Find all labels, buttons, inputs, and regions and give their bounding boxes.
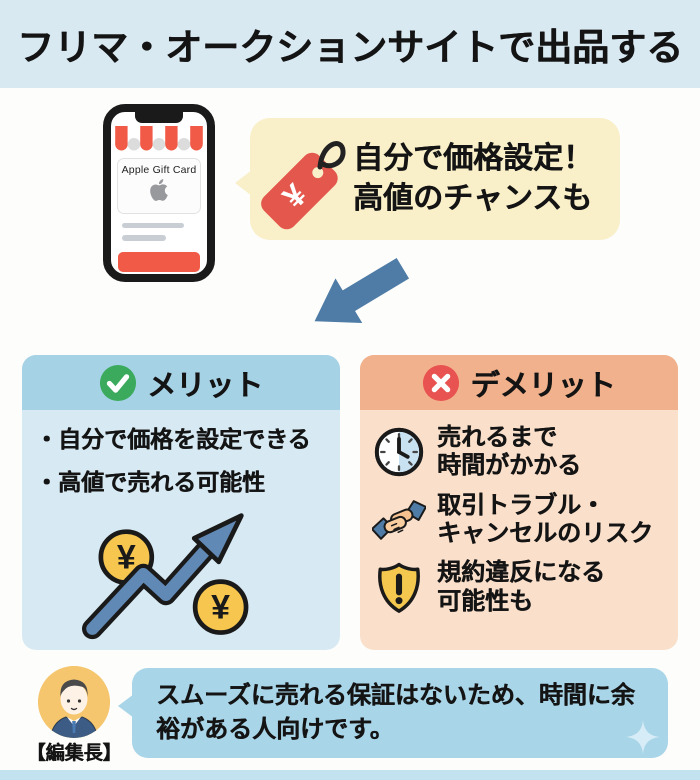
bubble-tail [118,694,134,718]
editor-person-icon [38,666,110,738]
demerit-item-trouble: 取引トラブル・ キャンセルのリスク [372,492,670,549]
hero-speech-bubble: ¥ 自分で価格設定！ 高値のチャンスも [235,118,620,240]
svg-text:¥: ¥ [211,588,230,626]
shop-awning-icon [115,126,203,151]
clock-icon [374,428,424,477]
x-circle-icon [423,364,460,401]
hero-bubble-line1: 自分で価格設定！ [353,141,593,175]
demerit-body: 売れるまで 時間がかかる [360,410,678,627]
comparison-panels: メリット ・自分で価格を設定できる ・高値で売れる可能性 ¥ [22,355,678,650]
demerit-item-text: 取引トラブル・ キャンセルのリスク [437,491,653,547]
shield-exclamation-icon [378,562,420,613]
speaker-label: 【編集長】 [26,743,122,764]
yen-coin-icon: ¥ [192,579,249,635]
placeholder-text-bar [122,235,166,242]
apple-logo-icon [150,178,168,201]
merit-panel: メリット ・自分で価格を設定できる ・高値で売れる可能性 ¥ [22,355,340,650]
gift-card-label: Apple Gift Card [121,163,197,176]
growth-chart-icon: ¥ ¥ [82,513,249,640]
demerit-item-violation: 規約違反になる 可能性も [372,559,670,616]
smartphone-illustration: Apple Gift Card [103,104,215,282]
hero-bubble-line2: 高値のチャンスも [353,182,593,215]
merit-bullet-2: ・高値で売れる可能性 [35,469,265,495]
price-tag-icon: ¥ [261,141,346,230]
demerit-title: デメリット [470,369,616,402]
demerit-header: デメリット [360,355,678,410]
demerit-item-time: 売れるまで 時間がかかる [372,424,670,481]
title-bar: フリマ・オークションサイトで出品する [0,0,700,88]
check-circle-icon [99,364,137,401]
demerit-item-text: 売れるまで 時間がかかる [437,424,581,480]
merit-header: メリット [22,355,340,410]
hero-bubble-text: 自分で価格設定！ 高値のチャンスも [353,139,593,220]
down-left-arrow-icon [314,257,410,323]
placeholder-text-bar [122,222,184,229]
merit-title: メリット [146,369,263,402]
demerit-item-text: 規約違反になる 可能性も [437,559,605,615]
listing-button [118,252,200,272]
editor-message: スムーズに売れる保証はないため、時間に余裕がある人向けです。 [156,682,635,744]
page-title: フリマ・オークションサイトで出品する [17,27,683,68]
demerit-panel: デメリット [360,355,678,650]
apple-gift-card: Apple Gift Card [117,157,201,214]
editor-speech-bubble: スムーズに売れる保証はないため、時間に余裕がある人向けです。 [118,668,668,758]
merit-bullet-1: ・自分で価格を設定できる [35,426,311,452]
phone-screen: Apple Gift Card [111,112,207,274]
bubble-tail [235,170,252,196]
sparkle-icon [626,720,660,754]
merit-body: ・自分で価格を設定できる ・高値で売れる可能性 ¥ ¥ [22,410,340,642]
svg-text:¥: ¥ [117,538,136,576]
handshake-icon [372,500,426,540]
phone-notch [135,111,183,123]
editor-avatar [38,666,110,738]
bottom-strip [0,770,700,780]
rising-price-illustration: ¥ ¥ [35,510,327,642]
